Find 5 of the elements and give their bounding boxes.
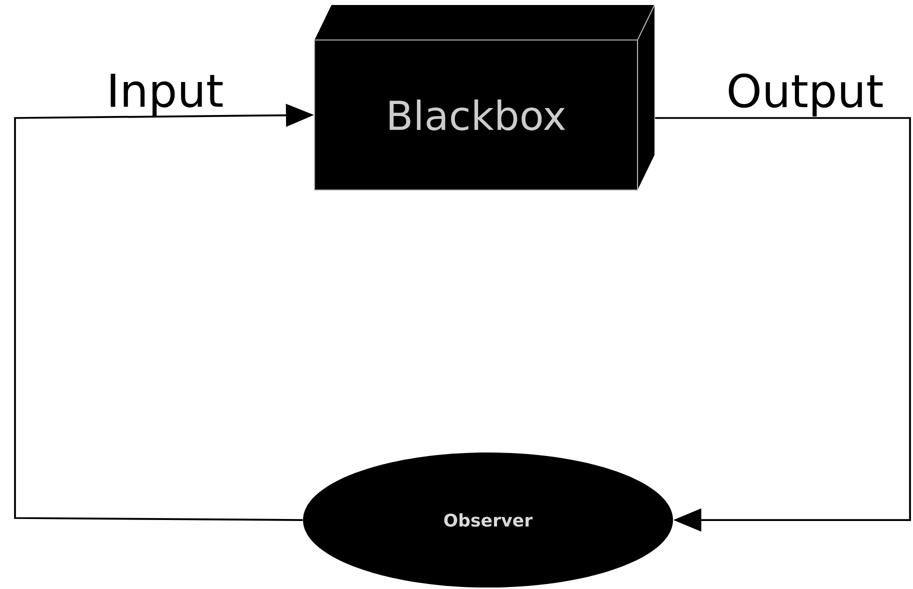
ellipse-node: Observer <box>303 452 673 588</box>
edge-label: Output <box>728 73 883 117</box>
arrow <box>655 117 911 532</box>
cube-box: Blackbox <box>314 4 656 191</box>
edge-label: Input <box>110 74 223 116</box>
